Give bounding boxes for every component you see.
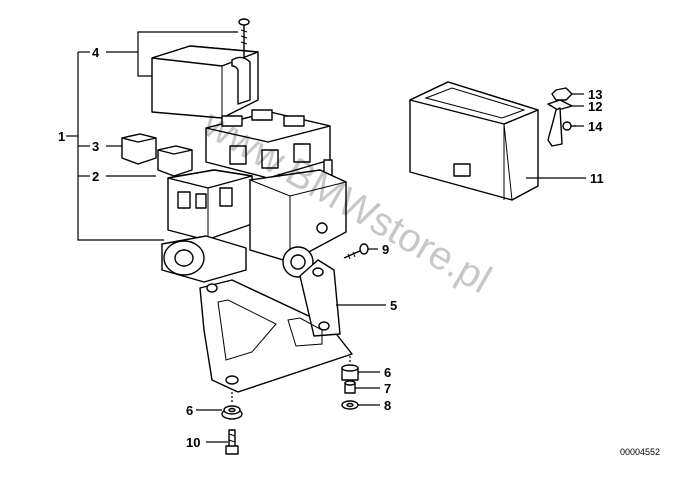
callout-8: 8	[384, 398, 391, 413]
callout-2: 2	[92, 169, 99, 184]
bolt-10	[225, 429, 239, 455]
callout-12: 12	[588, 99, 602, 114]
washer	[341, 400, 359, 410]
relay-cover	[151, 45, 259, 119]
callout-6-right: 6	[384, 365, 391, 380]
control-unit	[409, 81, 539, 201]
relay-small-left	[121, 133, 157, 165]
diagram-reference-number: 00004552	[620, 447, 660, 457]
callout-labels: 1 2 3 4 5 6 7 8 9 6 10 11 12 13 14	[58, 45, 604, 450]
callout-7: 7	[384, 381, 391, 396]
callout-11: 11	[590, 171, 604, 186]
cover-bolt	[238, 18, 250, 58]
rubber-mount-left	[221, 405, 243, 420]
callout-3: 3	[92, 139, 99, 154]
bolt-9	[343, 243, 369, 260]
callout-9: 9	[382, 242, 389, 257]
callout-6-left: 6	[186, 403, 193, 418]
callout-13: 13	[588, 87, 602, 102]
rubber-mount-right	[341, 364, 359, 381]
callout-1: 1	[58, 129, 65, 144]
callout-10: 10	[186, 435, 200, 450]
leader-lines	[66, 31, 586, 443]
callout-14: 14	[588, 119, 603, 134]
screw-14	[562, 121, 576, 131]
nut-13	[551, 87, 573, 101]
mounting-bracket	[199, 259, 353, 393]
relay-small-right	[157, 145, 193, 177]
hydraulic-unit	[161, 109, 348, 283]
bracket-12	[547, 99, 573, 147]
callout-5: 5	[390, 298, 397, 313]
sleeve	[344, 380, 356, 394]
callout-4: 4	[92, 45, 100, 60]
